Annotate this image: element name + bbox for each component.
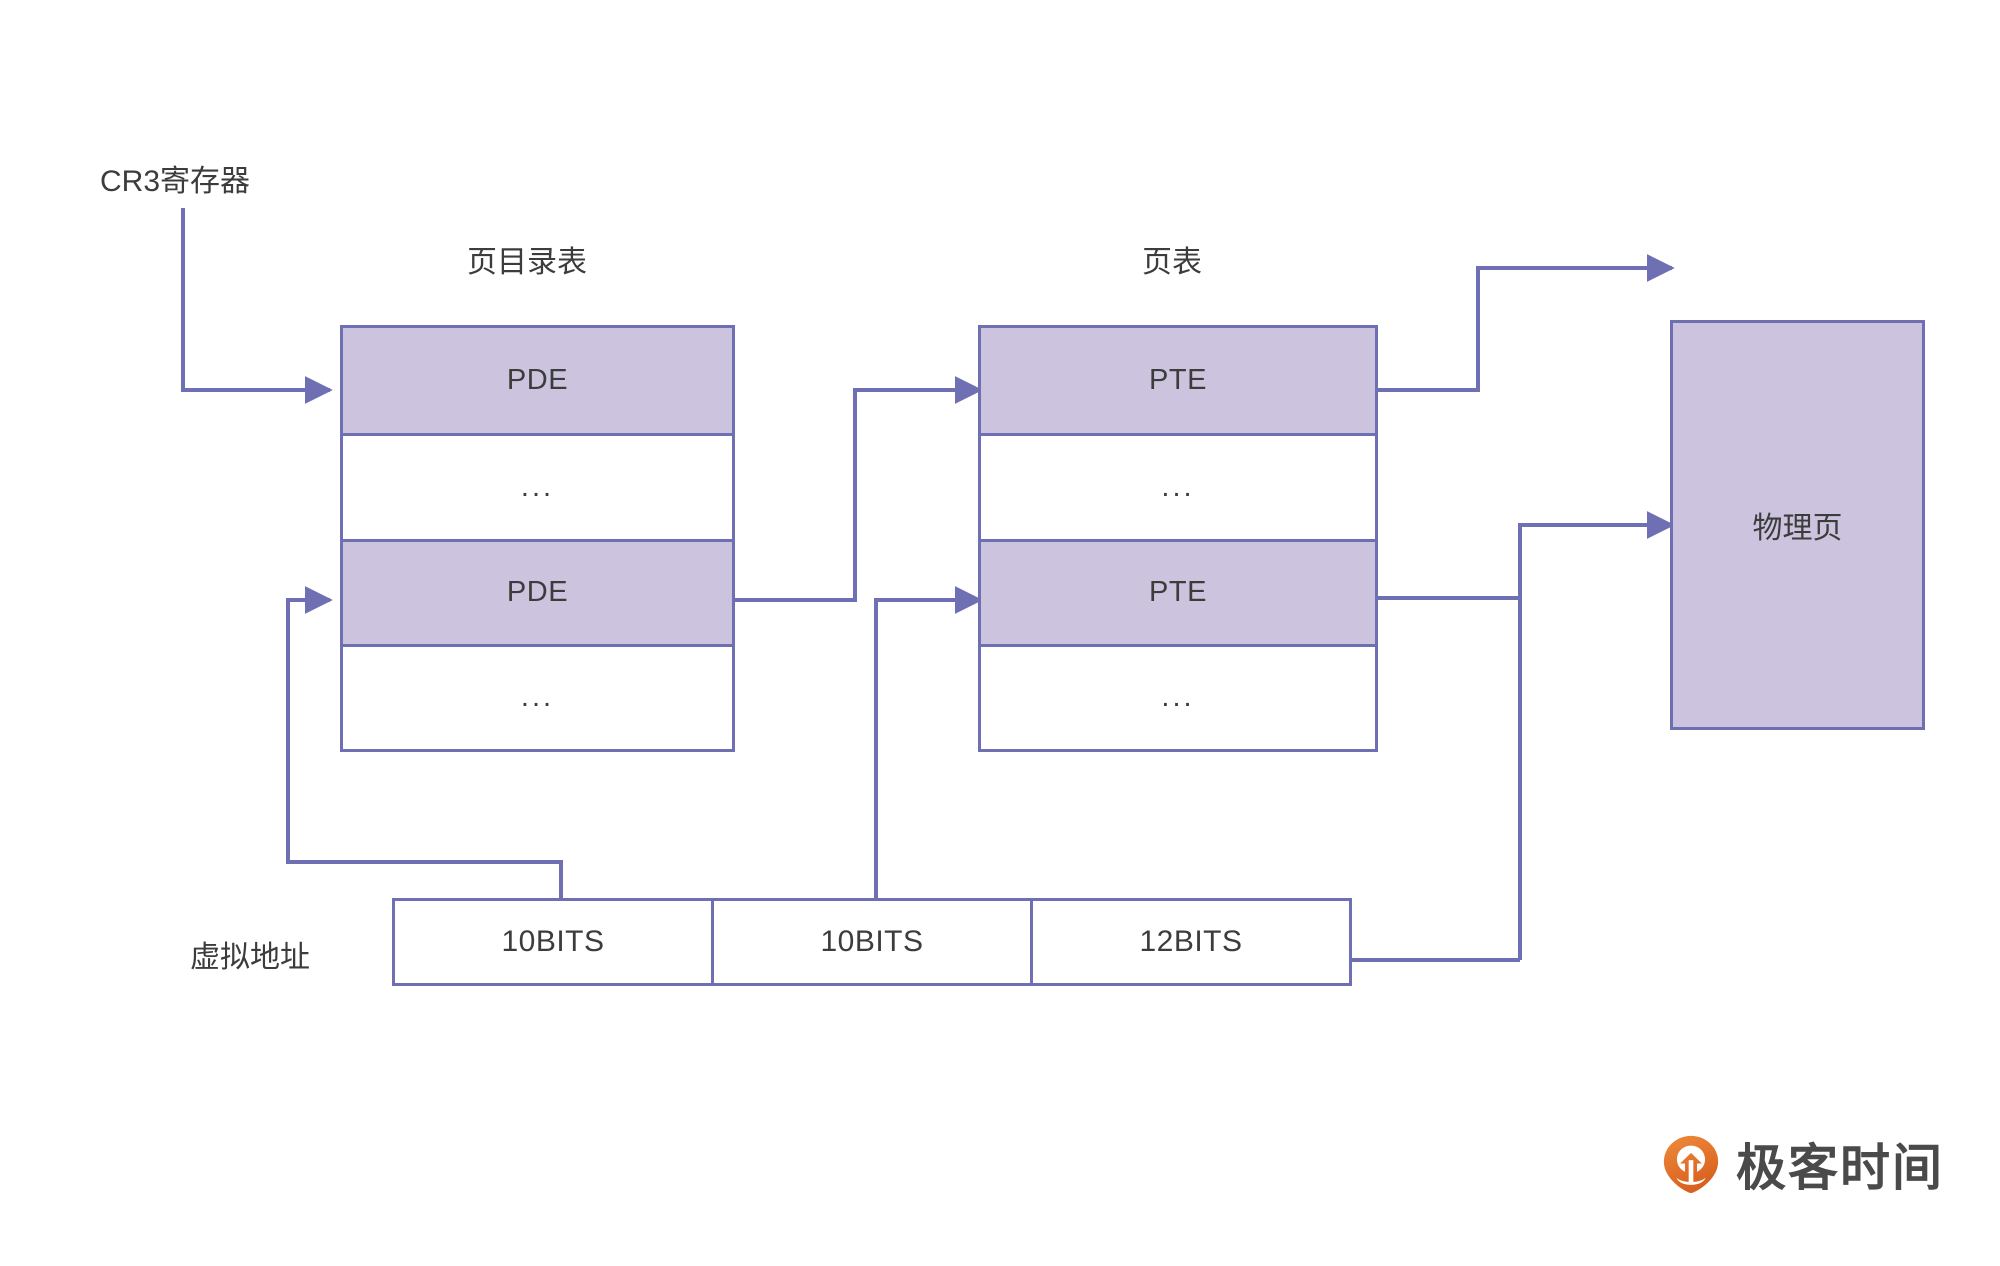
wire-pte2-down xyxy=(1378,598,1520,960)
wire-to-physical-lower xyxy=(1518,511,1675,598)
table-row: ... xyxy=(981,433,1375,538)
wire-pte1-to-physical xyxy=(1378,254,1675,392)
page-table-title: 页表 xyxy=(1142,246,1202,279)
entry-label: PTE xyxy=(1149,364,1207,397)
virtual-address-segment: 12BITS xyxy=(1030,901,1349,983)
ellipsis-label: ... xyxy=(1161,681,1195,714)
ellipsis-label: ... xyxy=(520,681,555,714)
wire-pde2-to-pte1 xyxy=(735,376,983,602)
geektime-wordmark: 极客时间 xyxy=(1736,1140,1944,1196)
table-row: PTE xyxy=(981,328,1375,434)
table-row: ... xyxy=(981,643,1375,749)
page-directory-table: PDE... PDE... xyxy=(340,325,735,752)
geektime-logo: 极客时间 xyxy=(1660,1128,1944,1200)
wire-cr3-to-pde1 xyxy=(181,208,333,404)
cr3-register-label: CR3寄存器 xyxy=(100,165,251,198)
table-row: ... xyxy=(343,433,732,538)
entry-label: PTE xyxy=(1149,576,1207,609)
table-row: PDE xyxy=(343,328,732,434)
entry-label: PDE xyxy=(506,364,569,397)
geektime-pin-icon xyxy=(1660,1133,1722,1195)
page-directory-title: 页目录表 xyxy=(467,246,587,279)
virtual-address-segment: 10BITS xyxy=(501,925,605,958)
table-row: PTE xyxy=(981,538,1375,644)
physical-page-label: 物理页 xyxy=(1752,512,1843,545)
physical-page-box: 物理页 xyxy=(1670,320,1925,730)
wire-va2-to-pte2 xyxy=(874,586,983,898)
table-row: ... xyxy=(343,643,732,749)
ellipsis-label: ... xyxy=(520,470,555,503)
page-table: PTE... PTE... xyxy=(978,325,1378,752)
virtual-address-segment: 10BITS xyxy=(711,901,1030,983)
ellipsis-label: ... xyxy=(1161,470,1195,503)
virtual-address-label: 虚拟地址 xyxy=(190,941,310,974)
table-row: PDE xyxy=(343,538,732,644)
entry-label: PDE xyxy=(506,576,569,609)
